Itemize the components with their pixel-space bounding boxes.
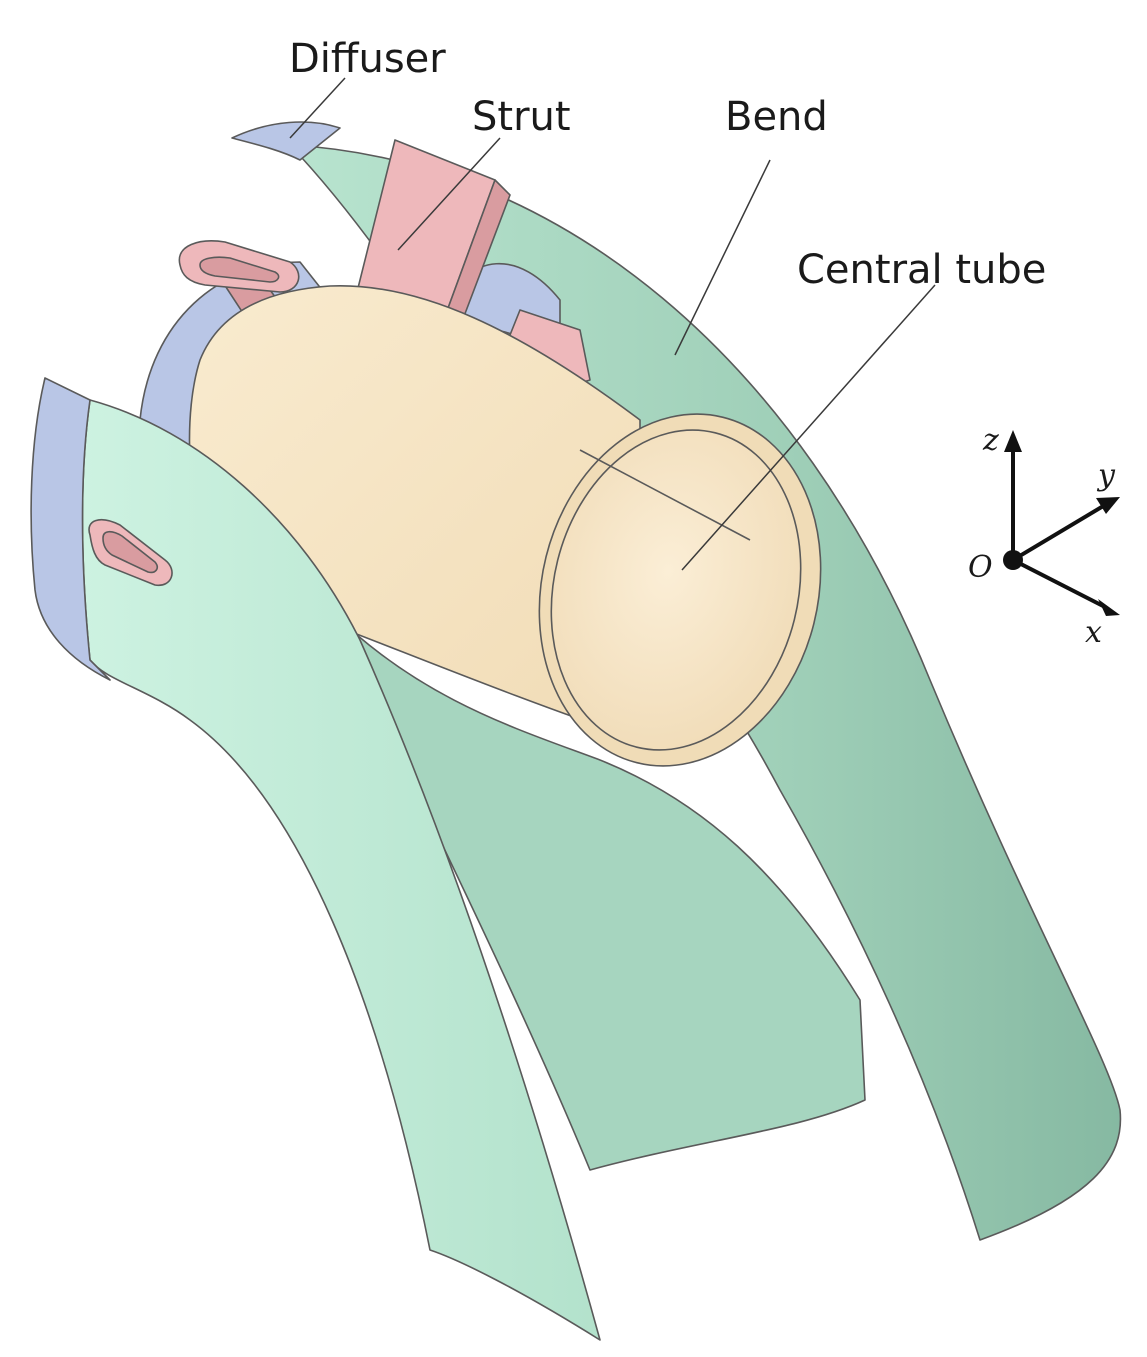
central-tube-mouth <box>550 429 802 751</box>
bend-inner-back-surface <box>329 609 866 1171</box>
x-axis-arrowhead <box>1098 599 1120 616</box>
label-diffuser: Diffuser <box>289 36 446 82</box>
label-bend: Bend <box>725 94 828 140</box>
coordinate-axes: z y x O <box>968 423 1120 650</box>
y-axis-line <box>1011 503 1107 562</box>
diffuser-top-lip <box>231 121 341 161</box>
axis-label-z: z <box>982 423 999 458</box>
axis-label-x: x <box>1085 615 1102 650</box>
leader-bend <box>674 159 771 356</box>
x-axis-line <box>1012 558 1106 609</box>
leader-diffuser <box>289 77 346 139</box>
leader-central-tube <box>681 284 936 571</box>
label-strut: Strut <box>472 94 571 140</box>
label-central-tube: Central tube <box>797 247 1046 293</box>
leader-strut <box>397 137 501 251</box>
y-axis-arrowhead <box>1096 497 1120 514</box>
diffuser-left-lip <box>30 377 111 681</box>
z-axis-arrowhead <box>1004 430 1022 452</box>
strut-left-upper-hole <box>199 256 280 283</box>
axis-label-y: y <box>1096 458 1116 493</box>
shell-slot-hole <box>102 530 158 574</box>
axis-label-origin: O <box>968 550 993 585</box>
origin-point <box>1003 550 1023 570</box>
